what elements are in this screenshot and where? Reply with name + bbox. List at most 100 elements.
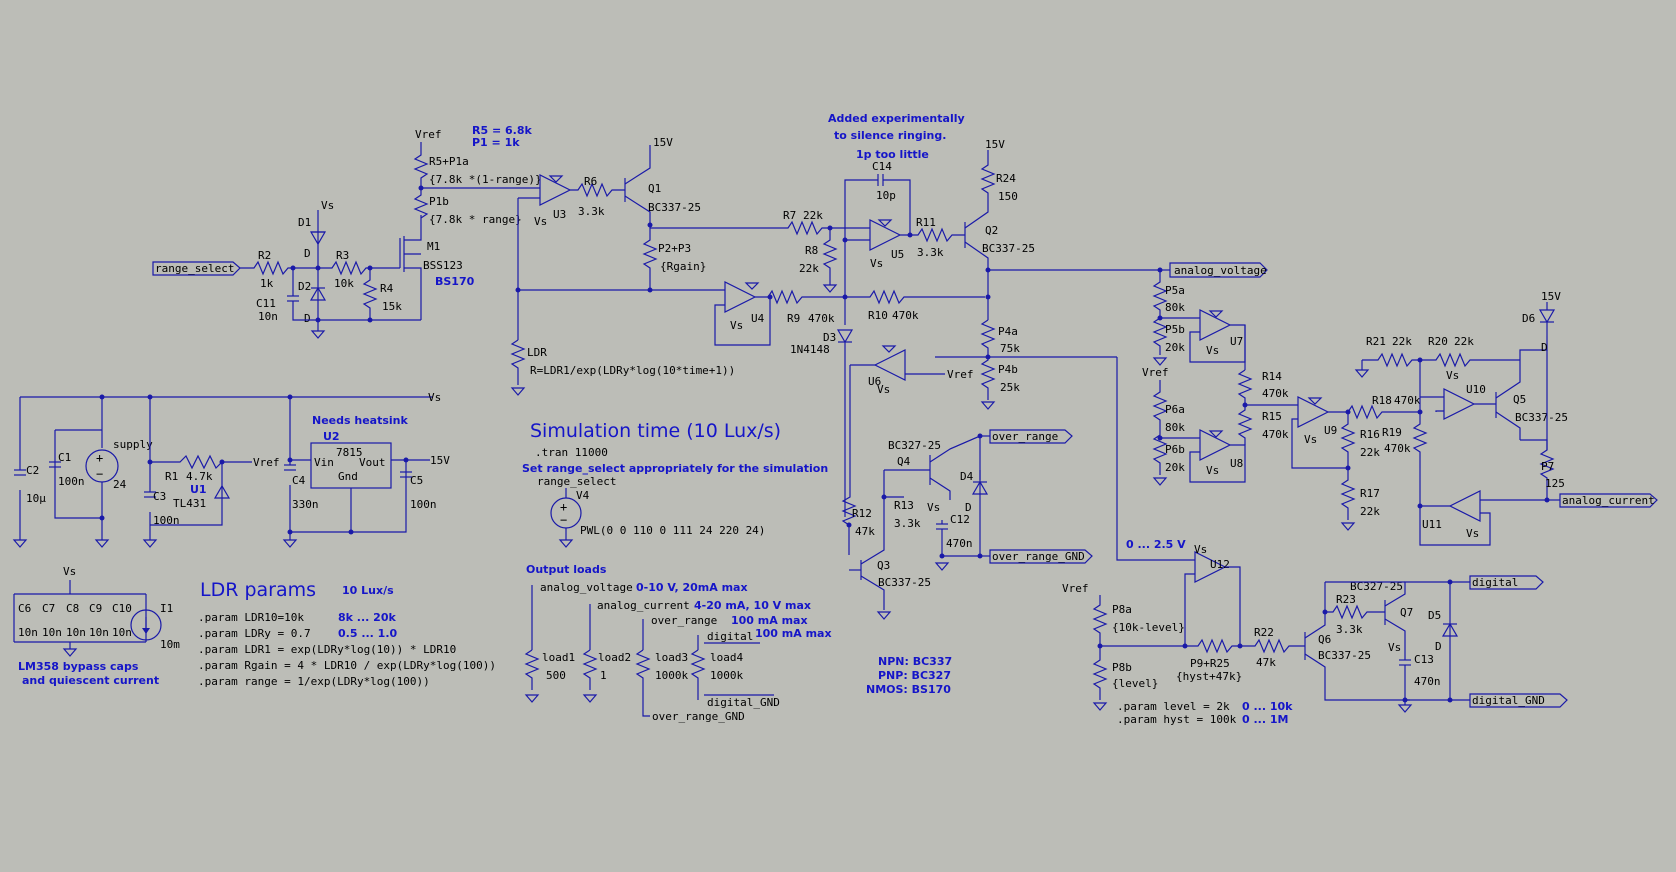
load1-value: 500 bbox=[546, 669, 566, 682]
r5-note: R5 = 6.8k bbox=[472, 124, 532, 137]
d6-diode-icon bbox=[1538, 309, 1556, 324]
ldr-param-line-1: .param LDR10=10k bbox=[198, 611, 304, 624]
c1-value: 100n bbox=[58, 475, 85, 488]
r3-value: 10k bbox=[334, 277, 354, 290]
r8-label: R8 bbox=[805, 244, 818, 257]
q3-value: BC337-25 bbox=[878, 576, 931, 589]
d4-value: D bbox=[965, 501, 972, 514]
simulation-section: Simulation time (10 Lux/s) .tran 11000 S… bbox=[522, 420, 828, 548]
p4a-label: P4a bbox=[998, 325, 1018, 338]
ldr-formula: R=LDR1/exp(LDRy*log(10*time+1)) bbox=[530, 364, 735, 377]
r2-label: R2 bbox=[258, 249, 271, 262]
v15-label-4: 15V bbox=[1541, 290, 1561, 303]
r21-label: R21 bbox=[1366, 335, 1386, 348]
supply-label: supply bbox=[113, 438, 153, 451]
vs-label-u3: Vs bbox=[534, 215, 547, 228]
d1-value: D bbox=[304, 247, 311, 260]
i1-label: I1 bbox=[160, 602, 173, 615]
c4-value: 330n bbox=[292, 498, 319, 511]
r17-label: R17 bbox=[1360, 487, 1380, 500]
ldr-lux-rate: 10 Lux/s bbox=[342, 584, 394, 597]
u12-label: U12 bbox=[1210, 558, 1230, 571]
r20-value: 22k bbox=[1454, 335, 1474, 348]
p5b-value: 20k bbox=[1165, 341, 1185, 354]
load1-label: load1 bbox=[542, 651, 575, 664]
c5-value: 100n bbox=[410, 498, 437, 511]
vref-label-2: Vref bbox=[415, 128, 442, 141]
vs-label-q7: Vs bbox=[1388, 641, 1401, 654]
p8b-value: {level} bbox=[1112, 677, 1158, 690]
simulation-title: Simulation time (10 Lux/s) bbox=[530, 420, 781, 442]
ringing-note-3: 1p too little bbox=[856, 148, 929, 161]
r1-label: R1 bbox=[165, 470, 178, 483]
c10-value: 10n bbox=[112, 626, 132, 639]
u2-vout: Vout bbox=[359, 456, 386, 469]
p5a-label: P5a bbox=[1165, 284, 1185, 297]
u11-label: U11 bbox=[1422, 518, 1442, 531]
r19-value: 470k bbox=[1384, 442, 1411, 455]
p8a-value: {10k-level} bbox=[1112, 621, 1185, 634]
p7-value: 125 bbox=[1545, 477, 1565, 490]
q1-label: Q1 bbox=[648, 182, 661, 195]
p9r25-value: {hyst+47k} bbox=[1176, 670, 1242, 683]
r18-label: R18 bbox=[1372, 394, 1392, 407]
d5-value: D bbox=[1435, 640, 1442, 653]
p5a-value: 80k bbox=[1165, 301, 1185, 314]
ldr-param-line-5: .param range = 1/exp(LDRy*log(100)) bbox=[198, 675, 430, 688]
p5b-label: P5b bbox=[1165, 323, 1185, 336]
c7-label: C7 bbox=[42, 602, 55, 615]
digital-net: digital bbox=[1472, 576, 1518, 589]
d6-value: D bbox=[1541, 341, 1548, 354]
r13-value: 3.3k bbox=[894, 517, 921, 530]
c9-label: C9 bbox=[89, 602, 102, 615]
c14-value: 10p bbox=[876, 189, 896, 202]
r2-value: 1k bbox=[260, 277, 274, 290]
c2-value: 10µ bbox=[26, 492, 46, 505]
u7-label: U7 bbox=[1230, 335, 1243, 348]
v15-label-3: 15V bbox=[985, 138, 1005, 151]
hyst-param: .param hyst = 100k bbox=[1117, 713, 1237, 726]
power-supply-section: C2 10µ C1 100n +− supply 24 C3 100n R1 4… bbox=[12, 391, 450, 548]
q6-value: BC337-25 bbox=[1318, 649, 1371, 662]
r3-label: R3 bbox=[336, 249, 349, 262]
over-range-gnd-port bbox=[989, 549, 1093, 564]
ldr-param-line-2: .param LDRy = 0.7 bbox=[198, 627, 311, 640]
p7-label: P7 bbox=[1541, 460, 1554, 473]
analog-current-port bbox=[1559, 493, 1658, 508]
tran-directive: .tran 11000 bbox=[535, 446, 608, 459]
load-spec-2: 4-20 mA, 10 V max bbox=[694, 599, 811, 612]
r23-label: R23 bbox=[1336, 593, 1356, 606]
u1-value: TL431 bbox=[173, 497, 206, 510]
u2-gnd: Gnd bbox=[338, 470, 358, 483]
q7-label: Q7 bbox=[1400, 606, 1413, 619]
u1-label: U1 bbox=[190, 483, 207, 496]
q6-label: Q6 bbox=[1318, 633, 1331, 646]
range-select-section: range_select R2 1k R3 10k Vs D1 D D2 D C… bbox=[152, 199, 475, 339]
u8-label: U8 bbox=[1230, 457, 1243, 470]
d6-label: D6 bbox=[1522, 312, 1535, 325]
vs-label-u7: Vs bbox=[1206, 344, 1219, 357]
output-loads-section: Output loads analog_voltage 0-10 V, 20mA… bbox=[524, 563, 832, 723]
load-digital-net: digital bbox=[707, 630, 753, 643]
load3-value: 1000k bbox=[655, 669, 688, 682]
over-range-gnd-net: over_range_GND bbox=[992, 550, 1085, 563]
vs-label-u4: Vs bbox=[730, 319, 743, 332]
r24-value: 150 bbox=[998, 190, 1018, 203]
r9-value: 470k bbox=[808, 312, 835, 325]
vref-label-1: Vref bbox=[253, 456, 280, 469]
vs-label-u6: Vs bbox=[877, 383, 890, 396]
q5-value: BC337-25 bbox=[1515, 411, 1568, 424]
r18-value: 470k bbox=[1394, 394, 1421, 407]
digital-output-section: 0 ... 2.5 V U12 Vs Vref P8a {10k-level} … bbox=[1062, 538, 1568, 726]
q7-model: BC327-25 bbox=[1350, 580, 1403, 593]
p4b-label: P4b bbox=[998, 363, 1018, 376]
c8-value: 10n bbox=[66, 626, 86, 639]
d2-diode-icon bbox=[309, 286, 327, 301]
input-stage-section: Vref R5 = 6.8k P1 = 1k R5+P1a {7.8k *(1-… bbox=[413, 124, 780, 396]
r7-label: R7 bbox=[783, 209, 796, 222]
q2-value: BC337-25 bbox=[982, 242, 1035, 255]
load2-value: 1 bbox=[600, 669, 607, 682]
over-range-net: over_range bbox=[992, 430, 1058, 443]
u6-opamp-icon bbox=[873, 349, 906, 381]
q2-label: Q2 bbox=[985, 224, 998, 237]
